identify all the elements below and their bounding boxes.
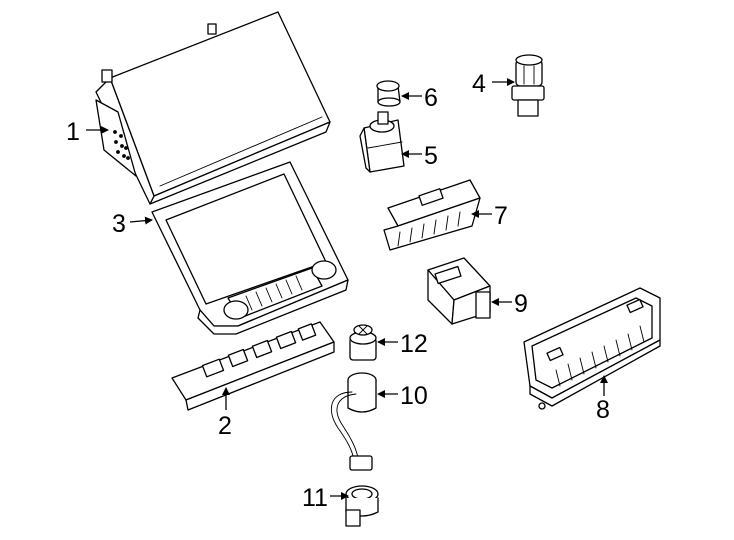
part-4-switch-knob [511, 54, 545, 117]
part-12-switch [349, 324, 377, 361]
part-5-rotary-switch [359, 111, 405, 173]
leader-lines [86, 78, 608, 500]
callout-4: 4 [472, 70, 486, 98]
part-6-cap [376, 80, 401, 107]
callout-1: 1 [66, 118, 80, 146]
part-9-switch-module [427, 257, 491, 325]
part-7-control-switch [383, 179, 481, 251]
callout-2: 2 [218, 412, 232, 440]
callout-12: 12 [400, 330, 428, 358]
part-8-climate-control-panel [523, 287, 661, 410]
part-11-socket [345, 485, 379, 527]
vent-slats [245, 275, 303, 311]
callout-10: 10 [400, 382, 428, 410]
part-1-display-screen [95, 11, 331, 205]
switch-slats [397, 211, 461, 247]
callout-11: 11 [302, 484, 328, 512]
callout-labels: 1 2 3 4 5 6 7 8 9 10 11 12 [66, 70, 610, 512]
callout-9: 9 [514, 290, 528, 318]
callout-8: 8 [596, 396, 610, 424]
part-2-switch-panel [171, 321, 335, 411]
callout-3: 3 [112, 210, 126, 238]
switch-buttons [201, 323, 317, 378]
panel-slider-marks [555, 325, 645, 387]
part-10-harness-socket [330, 372, 377, 471]
connector-dots [113, 130, 130, 160]
callout-6: 6 [424, 84, 438, 112]
callout-7: 7 [494, 202, 508, 230]
part-3-bezel-frame [151, 161, 349, 335]
callout-5: 5 [424, 142, 438, 170]
